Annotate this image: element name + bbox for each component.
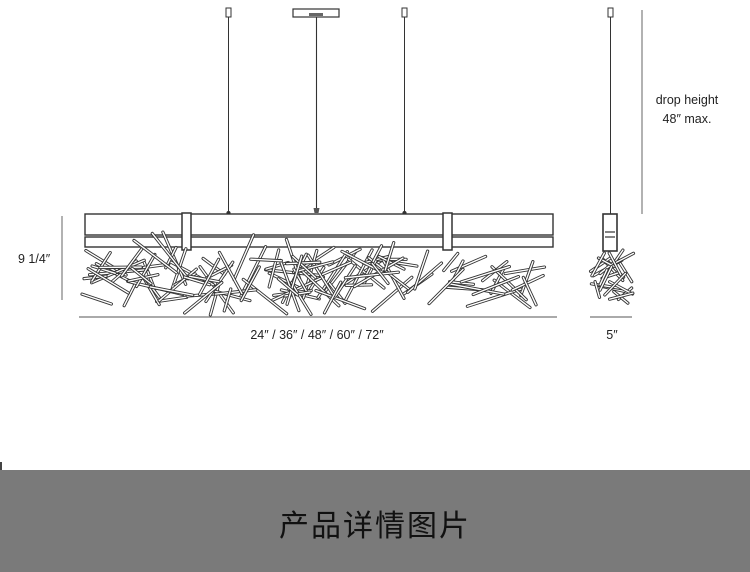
- rod-highlight: [277, 278, 299, 296]
- rod-highlight: [450, 255, 487, 272]
- rod-highlight: [91, 265, 116, 274]
- height-label: 9 1/4″: [18, 252, 51, 266]
- banner-title: 产品详情图片: [279, 509, 471, 544]
- rod-highlight: [123, 283, 136, 307]
- rod-highlight: [155, 296, 188, 303]
- rod-highlight: [591, 252, 606, 277]
- rod-highlight: [428, 268, 464, 305]
- rod-highlight: [472, 275, 520, 296]
- rod-highlight: [407, 262, 443, 293]
- side-view: [602, 7, 618, 252]
- rod-highlight: [218, 251, 243, 295]
- rod-highlight: [131, 267, 152, 285]
- rod-highlight: [365, 245, 383, 276]
- body-top-bar: [84, 213, 554, 236]
- rod-highlight: [285, 261, 321, 265]
- front-suspension: [225, 7, 408, 216]
- rod-highlight: [250, 258, 283, 262]
- section-banner: 产品详情图片: [0, 470, 750, 572]
- rod-highlight: [300, 246, 335, 270]
- rod-highlight: [240, 266, 260, 302]
- rod-highlight: [371, 276, 413, 312]
- rod-highlight: [504, 266, 546, 275]
- rod-highlight: [608, 252, 622, 276]
- rod-highlight: [466, 288, 522, 307]
- front-dimensions: [61, 216, 557, 318]
- rod-highlight: [279, 259, 300, 312]
- rod-highlight: [599, 269, 608, 286]
- rod-highlight: [608, 292, 634, 300]
- rod-highlight: [491, 266, 527, 301]
- width-label: 5″: [606, 328, 618, 342]
- rod-highlight: [449, 283, 505, 295]
- rod-highlight: [198, 258, 220, 296]
- edge-mark: [0, 462, 2, 470]
- rod-highlight: [511, 274, 544, 291]
- rod-highlight: [81, 293, 113, 305]
- rod-highlight: [151, 232, 189, 280]
- rod-highlight: [460, 265, 511, 283]
- rod-highlight: [135, 253, 156, 288]
- length-label: 24″ / 36″ / 48″ / 60″ / 72″: [250, 328, 384, 342]
- rod-highlight: [599, 266, 613, 291]
- rod-highlight: [321, 261, 352, 276]
- rod-highlight: [223, 288, 232, 312]
- rod-highlight: [520, 260, 534, 297]
- rod-highlight: [378, 255, 405, 270]
- rod-highlight: [490, 267, 505, 295]
- rod-highlight: [120, 248, 143, 277]
- front-stick-cluster: [80, 230, 547, 317]
- rod-highlight: [133, 239, 178, 274]
- rod-highlight: [162, 231, 187, 285]
- rod-highlight: [614, 252, 635, 264]
- rod-highlight: [292, 255, 317, 279]
- rod-highlight: [265, 261, 289, 270]
- rod-highlight: [183, 281, 223, 314]
- drop-height-max-label: 48″ max.: [663, 112, 712, 126]
- rod-highlight: [315, 289, 366, 310]
- rod-highlight: [158, 268, 197, 302]
- rod-highlight: [214, 289, 257, 295]
- fixture-body: [84, 212, 554, 251]
- left-cable-hook: [225, 7, 232, 18]
- body-bottom-bar: [84, 236, 554, 248]
- right-cable-hook: [401, 7, 408, 18]
- rod-highlight: [522, 276, 537, 306]
- rod-highlight: [594, 280, 601, 299]
- rod-highlight: [149, 286, 194, 296]
- rod-highlight: [268, 249, 280, 288]
- left-clamp: [181, 212, 192, 251]
- rod-highlight: [87, 267, 130, 294]
- rod-highlight: [334, 265, 356, 297]
- fixture-drawing: 9 1/4″ 24″ / 36″ / 48″ / 60″ / 72″ drop …: [18, 7, 719, 342]
- rod-highlight: [233, 234, 255, 281]
- side-stick-cluster: [588, 248, 636, 305]
- rod-highlight: [323, 281, 342, 314]
- rod-highlight: [384, 241, 395, 271]
- rod-highlight: [604, 272, 627, 296]
- rod-highlight: [286, 255, 303, 305]
- rod-highlight: [414, 250, 429, 290]
- side-dimensions: [590, 10, 643, 318]
- rod-highlight: [371, 262, 389, 285]
- right-clamp: [442, 212, 453, 251]
- rod-highlight: [90, 259, 145, 284]
- drop-height-label: drop height: [656, 93, 719, 107]
- rod-highlight: [290, 282, 312, 315]
- rod-highlight: [240, 245, 267, 297]
- rod-highlight: [292, 261, 334, 273]
- rod-highlight: [188, 275, 220, 283]
- side-cable-hook: [607, 7, 614, 18]
- rod-highlight: [443, 252, 459, 272]
- rod-highlight: [272, 276, 325, 301]
- rod-highlight: [344, 271, 399, 279]
